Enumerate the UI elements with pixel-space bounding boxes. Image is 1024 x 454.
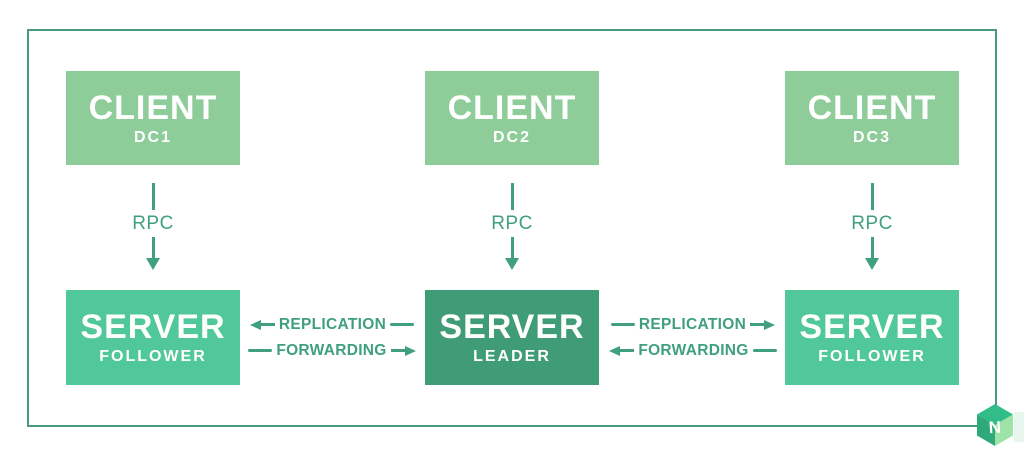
server-title: SERVER bbox=[439, 308, 585, 346]
arrow-line bbox=[151, 183, 155, 210]
server-title: SERVER bbox=[80, 308, 226, 346]
client-box-dc2: CLIENT DC2 bbox=[425, 71, 599, 165]
arrow-line bbox=[510, 237, 514, 258]
line-segment bbox=[248, 349, 273, 352]
links-right-group: REPLICATION FORWARDING bbox=[600, 315, 786, 360]
line-segment bbox=[390, 323, 415, 326]
server-box-leader: SERVER LEADER bbox=[425, 290, 599, 385]
server-subtitle: FOLLOWER bbox=[818, 348, 926, 365]
rpc-arrow-dc2: RPC bbox=[482, 183, 542, 270]
server-subtitle: FOLLOWER bbox=[99, 348, 207, 365]
line-segment bbox=[610, 323, 635, 326]
arrow-down-icon bbox=[505, 258, 519, 270]
logo-left-face bbox=[977, 414, 995, 446]
forwarding-label: FORWARDING bbox=[638, 341, 749, 359]
client-subtitle: DC1 bbox=[133, 128, 172, 146]
diagram-border bbox=[27, 29, 997, 427]
replication-label: REPLICATION bbox=[638, 315, 747, 333]
nomad-logo-icon: N bbox=[977, 404, 1013, 446]
replication-link-right: REPLICATION bbox=[600, 315, 786, 334]
server-box-follower-left: SERVER FOLLOWER bbox=[66, 290, 240, 385]
arrow-left-icon bbox=[249, 319, 275, 330]
links-left-group: REPLICATION FORWARDING bbox=[239, 315, 425, 360]
rpc-label: RPC bbox=[132, 213, 174, 234]
line-segment bbox=[752, 349, 777, 352]
rpc-arrow-dc3: RPC bbox=[842, 183, 902, 270]
client-box-dc1: CLIENT DC1 bbox=[66, 71, 240, 165]
arrow-line bbox=[151, 237, 155, 258]
client-title: CLIENT bbox=[88, 88, 218, 127]
arrow-line bbox=[870, 237, 874, 258]
arrow-right-icon bbox=[390, 345, 416, 356]
arrow-line bbox=[510, 183, 514, 210]
arrow-left-icon bbox=[609, 345, 635, 356]
arrow-line bbox=[870, 183, 874, 210]
forwarding-link-right: FORWARDING bbox=[600, 341, 786, 360]
logo-letter: N bbox=[988, 418, 1002, 438]
logo-right-face bbox=[995, 414, 1013, 446]
server-subtitle: LEADER bbox=[473, 348, 551, 365]
server-box-follower-right: SERVER FOLLOWER bbox=[785, 290, 959, 385]
client-title: CLIENT bbox=[807, 88, 937, 127]
replication-label: REPLICATION bbox=[278, 315, 387, 333]
cropped-wordmark-hint bbox=[1014, 412, 1024, 442]
client-subtitle: DC2 bbox=[492, 128, 531, 146]
arrow-right-icon bbox=[750, 319, 776, 330]
client-subtitle: DC3 bbox=[852, 128, 891, 146]
arrow-down-icon bbox=[146, 258, 160, 270]
rpc-label: RPC bbox=[851, 213, 893, 234]
forwarding-label: FORWARDING bbox=[276, 341, 387, 359]
server-title: SERVER bbox=[799, 308, 945, 346]
rpc-arrow-dc1: RPC bbox=[123, 183, 183, 270]
client-box-dc3: CLIENT DC3 bbox=[785, 71, 959, 165]
replication-link-left: REPLICATION bbox=[239, 315, 425, 334]
arrow-down-icon bbox=[865, 258, 879, 270]
rpc-label: RPC bbox=[491, 213, 533, 234]
forwarding-link-left: FORWARDING bbox=[239, 341, 425, 360]
client-title: CLIENT bbox=[447, 88, 577, 127]
